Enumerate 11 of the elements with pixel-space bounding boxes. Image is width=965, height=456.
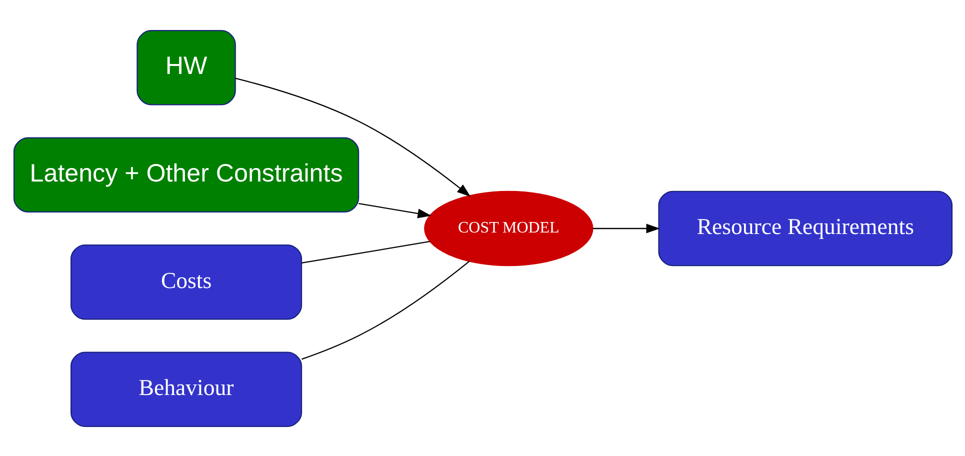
node-box: Resource Requirements [658,190,952,266]
node-box: Behaviour [70,351,302,426]
arrow [234,77,470,196]
node-box: Costs [70,244,302,320]
node-box: Latency + Other Constraints [12,136,359,212]
connector [301,260,470,360]
node-box: HW [136,30,236,105]
node-ellipse: COST MODEL [424,190,593,266]
connector [301,240,430,264]
arrow [358,202,431,218]
arrow [592,223,660,233]
